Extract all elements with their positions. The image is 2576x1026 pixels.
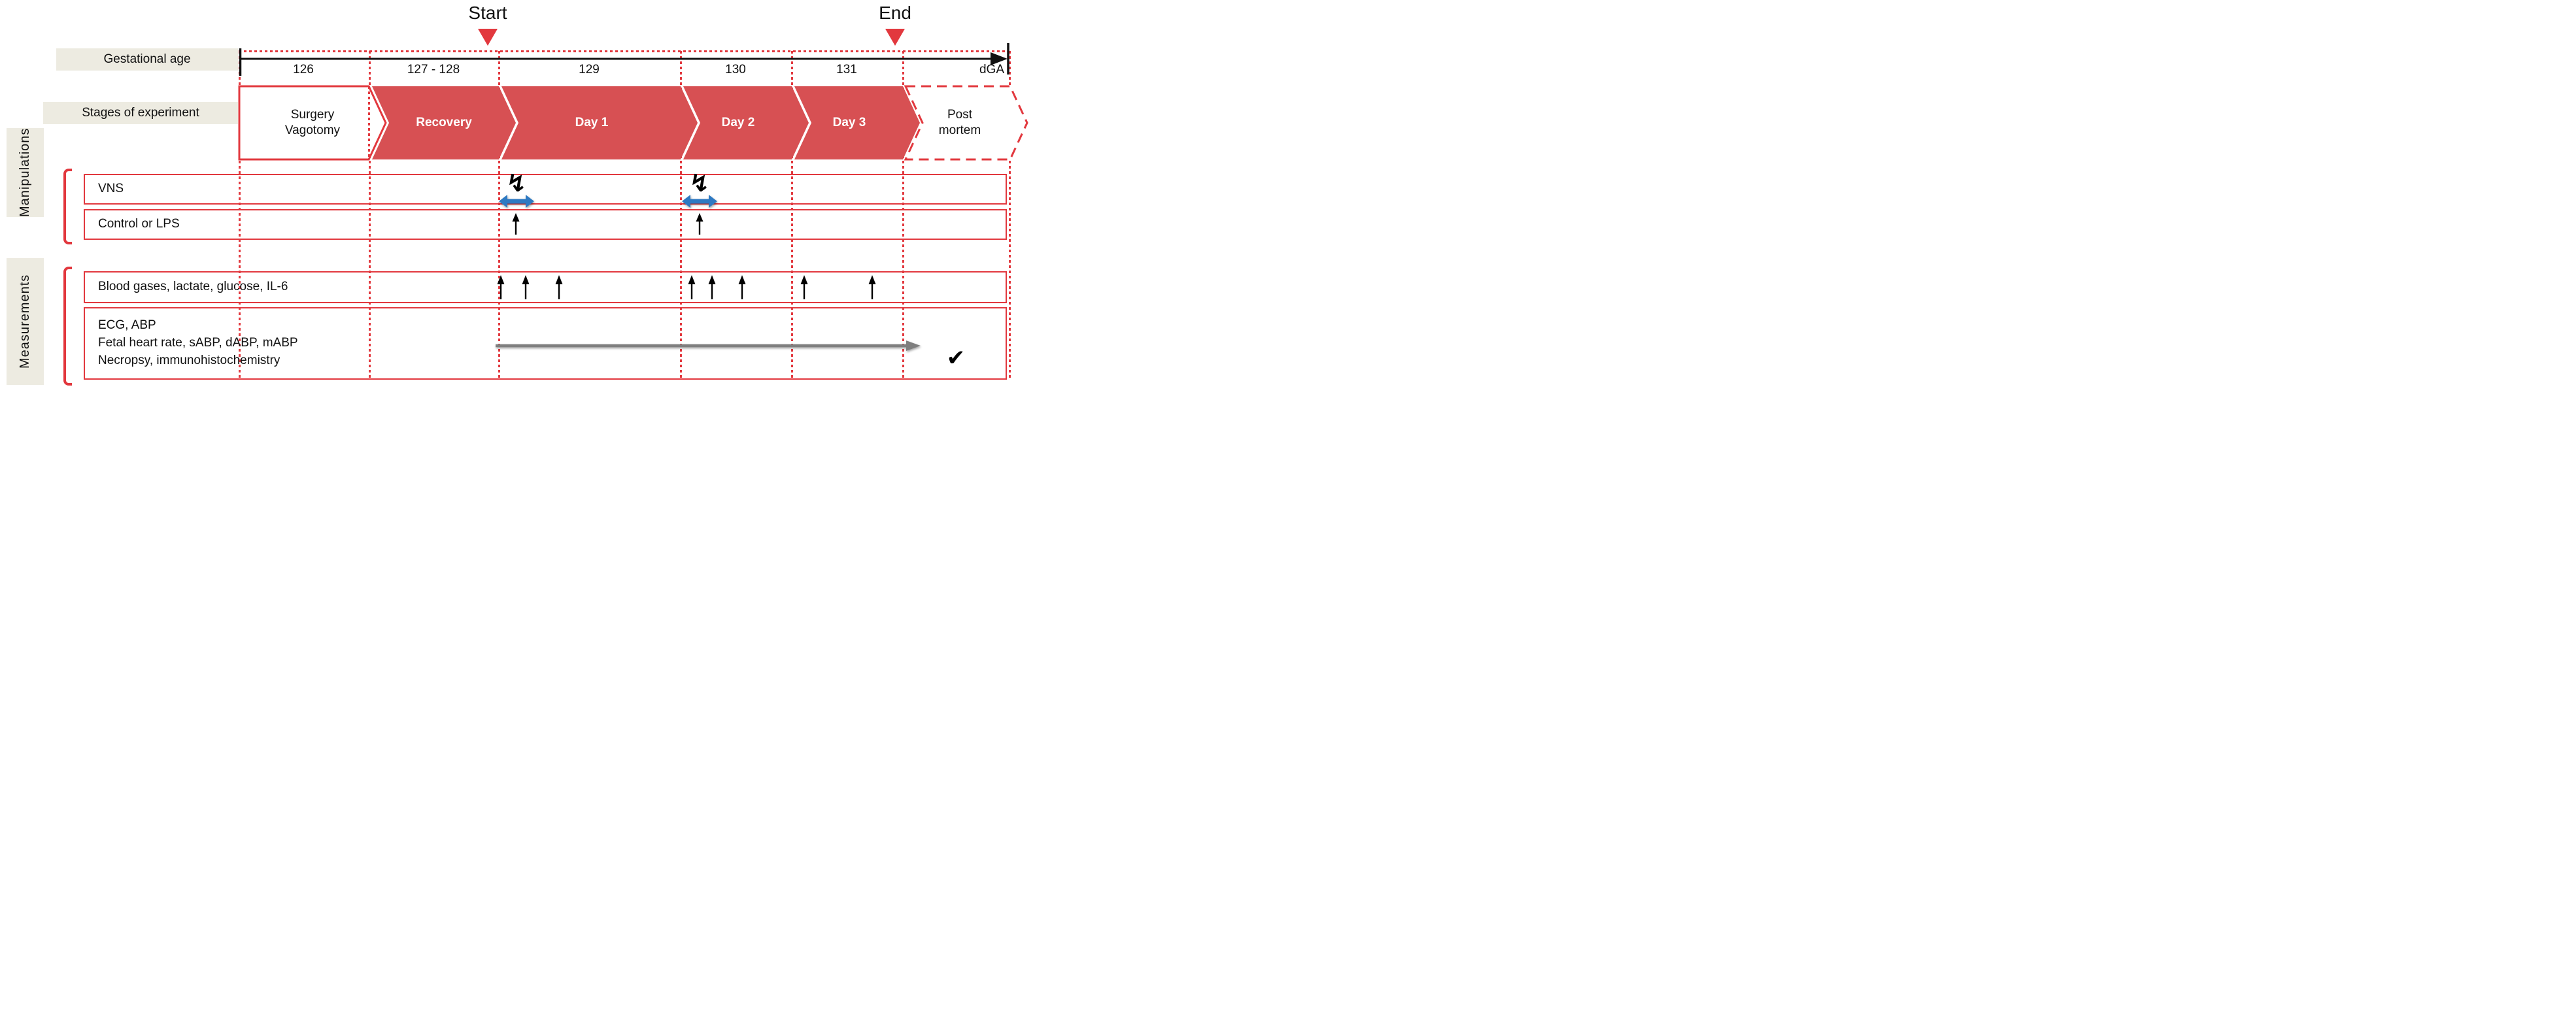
stage-label-postmortem: Post mortem <box>938 108 981 137</box>
age-label-126: 126 <box>293 63 314 76</box>
column-separator <box>369 51 371 380</box>
stage-chevron-postmortem <box>904 85 1028 161</box>
sampling-arrow-icon <box>555 275 563 299</box>
stage-chevron-surgery <box>238 85 387 161</box>
sampling-arrow-icon <box>708 275 716 299</box>
injection-arrow-icon <box>512 213 520 235</box>
sampling-arrow-icon <box>522 275 530 299</box>
gestational-age-label: Gestational age <box>103 52 191 66</box>
vns-row: VNS <box>84 174 1007 205</box>
sampling-arrow-icon <box>738 275 746 299</box>
vns-row-label: VNS <box>98 182 124 195</box>
stage-chevrons <box>238 85 1028 161</box>
end-label: End <box>879 3 911 23</box>
column-separator <box>239 51 241 380</box>
stages-chip: Stages of experiment <box>43 102 238 124</box>
sampling-arrow-icon <box>497 275 505 299</box>
stage-label-surgery: Surgery Vagotomy <box>284 108 341 137</box>
sampling-arrow-icon <box>800 275 808 299</box>
stages-label: Stages of experiment <box>82 106 199 120</box>
ecg-row-label-line1: ECG, ABP <box>98 318 156 332</box>
axis-arrow-icon <box>991 52 1008 65</box>
age-label-131: 131 <box>836 63 857 76</box>
measurements-side-label: Measurements <box>7 258 44 385</box>
age-unit-label: dGA <box>979 63 1004 76</box>
stage-chevron-day3 <box>794 86 920 159</box>
gestational-age-chip: Gestational age <box>56 48 238 71</box>
lightning-bolt-icon: ↯ <box>506 169 527 197</box>
experimental-timeline-figure: Start End Gestational age Stages of expe… <box>0 0 1030 410</box>
sampling-arrow-icon <box>688 275 696 299</box>
ecg-row-label-line2: Fetal heart rate, sABP, dABP, mABP <box>98 336 298 350</box>
recording-period-arrow-icon <box>496 340 921 351</box>
sampling-arrow-icon <box>868 275 876 299</box>
stage-chevron-recovery <box>372 86 516 159</box>
stage-chevron-day1 <box>501 86 698 159</box>
age-label-130: 130 <box>725 63 746 76</box>
control-lps-row: Control or LPS <box>84 209 1007 240</box>
stage-label-day2: Day 2 <box>721 116 755 129</box>
vns-duration-arrow-icon <box>499 195 534 208</box>
age-label-129: 129 <box>579 63 600 76</box>
lightning-bolt-icon: ↯ <box>689 169 710 197</box>
measurements-bracket <box>63 267 72 386</box>
end-triangle-icon <box>885 29 905 46</box>
column-separator <box>1009 51 1011 380</box>
column-separator <box>902 51 904 380</box>
control-lps-row-label: Control or LPS <box>98 217 180 231</box>
column-separator <box>498 51 500 380</box>
stage-label-day1: Day 1 <box>575 116 609 129</box>
column-separator <box>791 51 793 380</box>
postmortem-check-icon: ✔ <box>946 346 966 371</box>
stage-label-day3: Day 3 <box>832 116 866 129</box>
manipulations-side-label: Manipulations <box>7 128 44 217</box>
blood-gases-row-label: Blood gases, lactate, glucose, IL-6 <box>98 280 288 293</box>
stage-label-recovery: Recovery <box>416 116 472 129</box>
timeline-dotted-line <box>239 50 1009 52</box>
ecg-row: ECG, ABP Fetal heart rate, sABP, dABP, m… <box>84 307 1007 380</box>
stage-chevron-day2 <box>683 86 809 159</box>
start-label: Start <box>468 3 507 23</box>
injection-arrow-icon <box>696 213 703 235</box>
manipulations-bracket <box>63 169 72 244</box>
start-triangle-icon <box>478 29 498 46</box>
column-separator-overlay <box>368 86 370 159</box>
column-separator <box>680 51 682 380</box>
age-label-127-128: 127 - 128 <box>407 63 460 76</box>
blood-gases-row: Blood gases, lactate, glucose, IL-6 <box>84 271 1007 303</box>
gestational-age-axis <box>239 43 1009 76</box>
ecg-row-label-line3: Necropsy, immunohistochemistry <box>98 354 280 367</box>
vns-duration-arrow-icon <box>682 195 717 208</box>
